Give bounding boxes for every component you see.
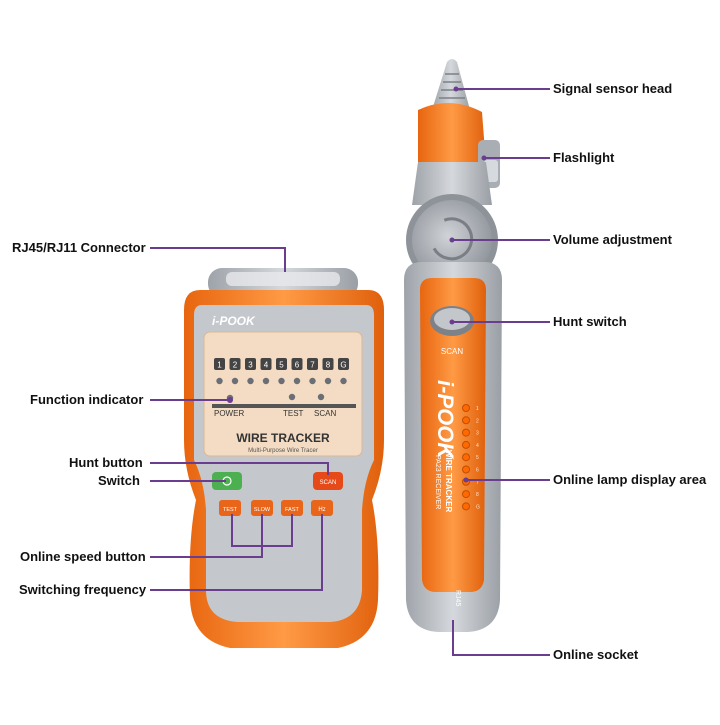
receiver-title: WIRE TRACKER	[444, 450, 453, 512]
led-number-label: 5	[279, 361, 284, 370]
label-online-speed-button: Online speed button	[20, 549, 146, 564]
led-number-label: 8	[326, 361, 331, 370]
online-lamp-label: 2	[476, 418, 479, 424]
led-number-box	[307, 358, 318, 370]
slow-button[interactable]	[251, 500, 273, 516]
online-lamp-led	[462, 465, 470, 474]
scan-button-label: SCAN	[320, 480, 337, 486]
leader-rj45-connector	[150, 247, 286, 272]
led-dot	[340, 377, 347, 385]
leader-speed-bracket	[231, 514, 293, 547]
label-volume-adjustment: Volume adjustment	[553, 232, 672, 247]
online-lamp-label: 7	[476, 480, 479, 486]
receiver-orange-panel	[420, 278, 486, 592]
online-lamp-label: 4	[476, 443, 479, 449]
leader-online-socket	[452, 620, 550, 656]
receiver-brand: i-POOK	[433, 380, 458, 460]
led-number-box	[229, 358, 241, 370]
online-lamp-label: 3	[476, 431, 479, 437]
label-signal-sensor-head: Signal sensor head	[553, 81, 673, 96]
power-switch-button[interactable]	[212, 472, 242, 490]
led-number-box	[214, 358, 225, 370]
test-label: TEST	[283, 409, 304, 418]
leader-switching-frequency	[150, 514, 323, 591]
online-lamp-label: 8	[476, 492, 479, 498]
led-dot	[293, 377, 301, 385]
led-dot	[247, 377, 254, 385]
led-dot	[324, 377, 332, 385]
leader-hunt-button	[150, 462, 329, 475]
hz-button[interactable]	[311, 500, 333, 516]
online-lamp-led	[462, 416, 470, 425]
label-rj45-rj11-connector: RJ45/RJ11 Connector	[12, 240, 146, 255]
fast-button-label: FAST	[285, 507, 299, 513]
led-dot	[216, 377, 223, 385]
led-number-label: G	[340, 361, 346, 370]
led-number-box	[276, 358, 287, 370]
transmitter-brand: i-POOK	[212, 314, 256, 328]
led-number-label: 3	[248, 361, 253, 370]
power-label: POWER	[214, 409, 244, 418]
receiver-scan-label: SCAN	[441, 347, 463, 356]
online-lamp-label: 1	[476, 406, 479, 412]
leader-online-speed-button	[150, 514, 263, 558]
transmitter-subtitle: Multi-Purpose Wire Tracer	[248, 448, 318, 454]
led-number-label: 6	[295, 361, 300, 370]
scan-label: SCAN	[314, 409, 336, 418]
online-lamp-led	[462, 490, 470, 499]
online-lamp-led	[462, 453, 470, 462]
label-function-indicator: Function indicator	[30, 392, 144, 407]
scan-led	[317, 393, 325, 401]
slow-button-label: SLOW	[254, 507, 271, 513]
receiver-unit: SCAN i-POOK WIRE TRACKER PA23 RECEIVER 1…	[404, 59, 502, 632]
led-dot	[278, 377, 285, 385]
led-number-label: 1	[217, 361, 222, 370]
label-online-lamp-display-area: Online lamp display area	[553, 472, 707, 487]
receiver-socket-label: RJ45	[454, 590, 461, 606]
receiver-neck	[412, 162, 492, 205]
led-number-label: 4	[264, 361, 269, 370]
label-switch: Switch	[98, 473, 140, 488]
led-dot-row	[216, 377, 347, 402]
test-led	[288, 393, 296, 401]
online-lamp-label: 5	[476, 455, 479, 461]
leader-dots	[227, 86, 487, 483]
online-lamp-label: 6	[476, 468, 479, 474]
receiver-model: PA23 RECEIVER	[434, 455, 441, 509]
leader-lines	[150, 88, 550, 656]
led-dot	[262, 377, 270, 385]
led-number-box	[291, 358, 303, 370]
scan-button[interactable]	[313, 472, 343, 490]
online-lamp-led	[462, 440, 470, 449]
led-number-label: 7	[310, 361, 315, 370]
led-number-box	[260, 358, 272, 370]
fast-button[interactable]	[281, 500, 303, 516]
led-dot	[309, 377, 316, 385]
led-dot	[231, 377, 239, 385]
hz-button-label: Hz	[318, 507, 325, 513]
label-online-socket: Online socket	[553, 647, 639, 662]
transmitter-title: WIRE TRACKER	[236, 431, 330, 445]
led-number-label: 2	[233, 361, 238, 370]
label-hunt-button: Hunt button	[69, 455, 143, 470]
online-lamp-label: G	[476, 504, 480, 510]
status-bar	[212, 404, 356, 408]
label-flashlight: Flashlight	[553, 150, 615, 165]
online-lamp-led	[462, 404, 470, 412]
test-button-label: TEST	[223, 507, 238, 513]
led-number-box	[322, 358, 334, 370]
label-switching-frequency: Switching frequency	[19, 582, 147, 597]
led-number-box	[338, 358, 349, 370]
online-lamp-led	[462, 502, 470, 511]
label-hunt-switch: Hunt switch	[553, 314, 627, 329]
signal-sensor-tip	[432, 59, 470, 110]
sensor-head-band	[418, 102, 486, 170]
test-button[interactable]	[219, 500, 241, 516]
online-lamp-led	[462, 428, 470, 437]
led-number-box	[245, 358, 256, 370]
